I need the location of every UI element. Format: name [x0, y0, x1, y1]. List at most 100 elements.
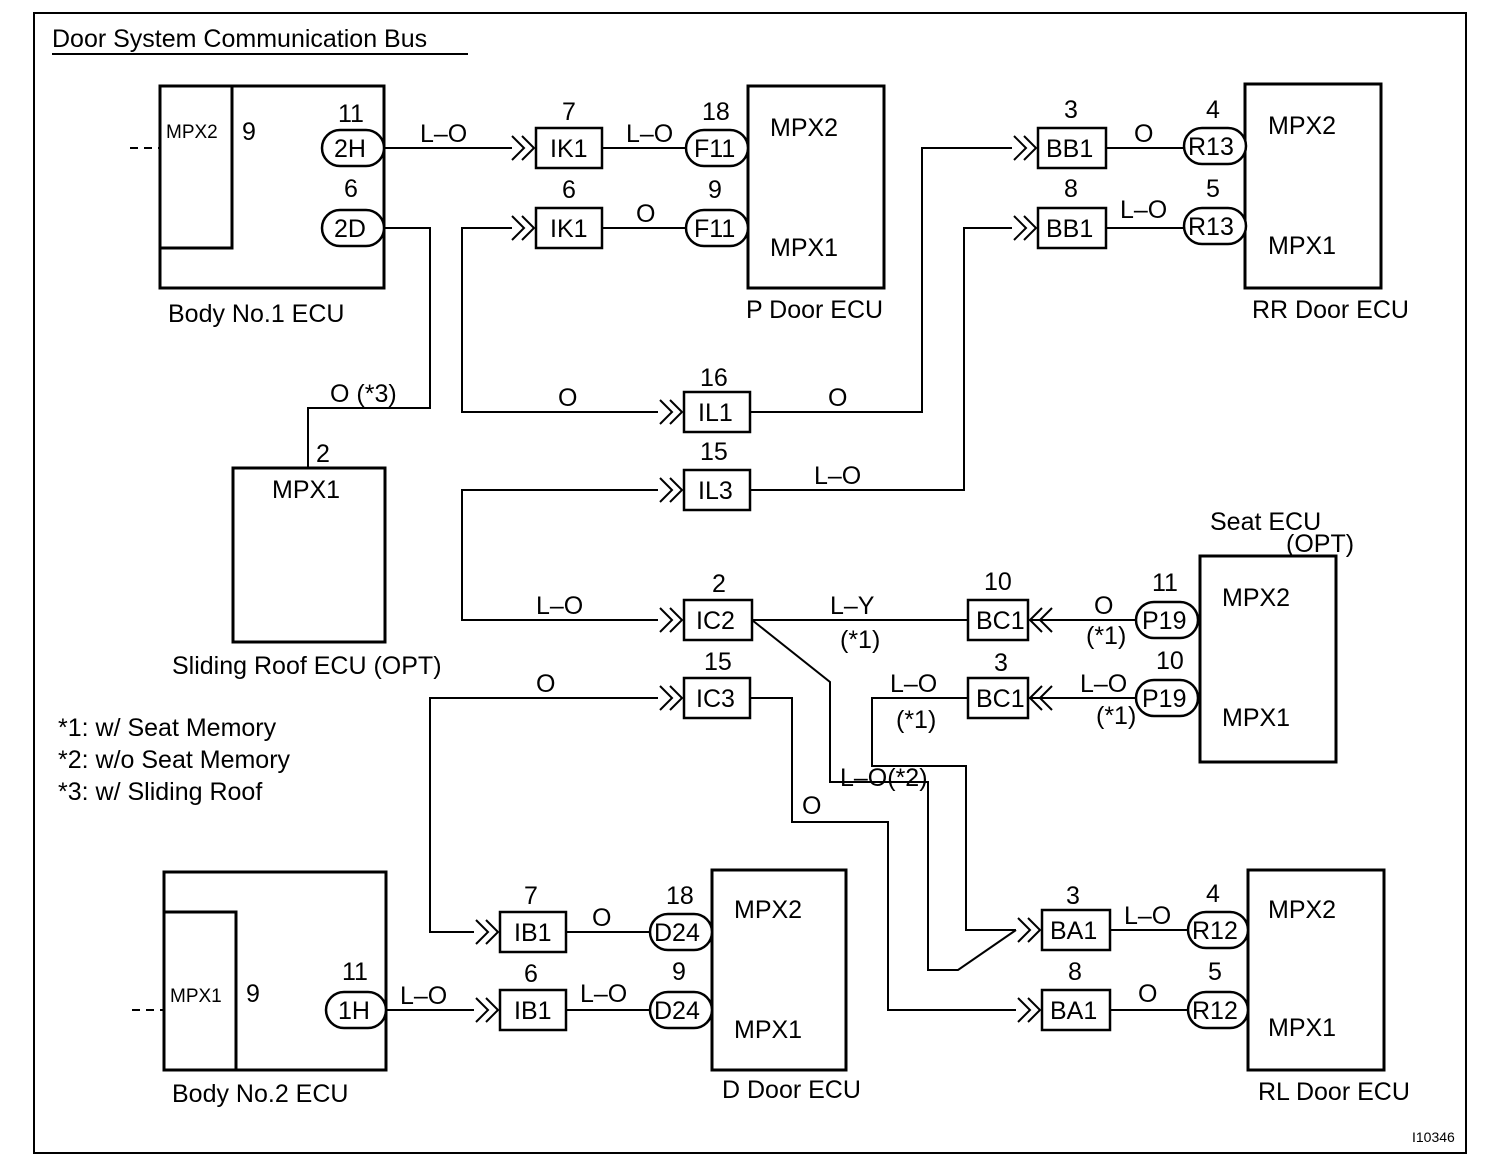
svg-text:L–O: L–O: [814, 462, 861, 490]
svg-text:11: 11: [338, 100, 364, 128]
svg-text:O: O: [558, 384, 577, 412]
svg-text:BC1: BC1: [976, 685, 1025, 713]
svg-text:MPX2: MPX2: [1268, 896, 1336, 924]
svg-text:8: 8: [1068, 958, 1082, 986]
connector-BB1-8: BB1 8: [1036, 175, 1108, 250]
svg-text:MPX2: MPX2: [1268, 112, 1336, 140]
svg-text:(*1): (*1): [1086, 622, 1126, 650]
svg-text:3: 3: [1066, 882, 1080, 910]
svg-text:O (*3): O (*3): [330, 380, 397, 408]
svg-text:IL3: IL3: [698, 477, 733, 505]
svg-text:Seat ECU: Seat ECU: [1210, 508, 1321, 536]
connector-IL1: IL1 16: [682, 364, 752, 434]
svg-text:6: 6: [344, 175, 358, 203]
svg-text:BB1: BB1: [1046, 135, 1093, 163]
connector-IK1-7: IK1 7: [534, 98, 604, 170]
connector-R12-4: R12 4: [1186, 880, 1250, 950]
svg-text:R12: R12: [1192, 997, 1238, 1025]
svg-text:MPX1: MPX1: [770, 234, 838, 262]
wire-labels: L–O L–O O O L–O O (*3) O O L–O L–O L–Y (…: [330, 120, 1171, 1010]
svg-text:10: 10: [984, 568, 1012, 596]
svg-text:R12: R12: [1192, 917, 1238, 945]
svg-text:BC1: BC1: [976, 607, 1025, 635]
svg-text:L–Y: L–Y: [830, 592, 875, 620]
svg-text:9: 9: [242, 118, 256, 146]
svg-text:R13: R13: [1188, 213, 1234, 241]
svg-text:P19: P19: [1142, 607, 1186, 635]
svg-text:15: 15: [700, 438, 728, 466]
svg-text:MPX1: MPX1: [1222, 704, 1290, 732]
p-door-ecu: MPX2 MPX1 P Door ECU: [746, 84, 886, 324]
svg-text:3: 3: [994, 649, 1008, 677]
rr-door-ecu: MPX2 MPX1 RR Door ECU: [1243, 82, 1409, 324]
connector-F11-18: F11 18: [684, 98, 750, 168]
rl-door-ecu: MPX2 MPX1 RL Door ECU: [1246, 868, 1410, 1106]
connector-IC2: IC2 2: [682, 570, 754, 642]
svg-text:6: 6: [524, 960, 538, 988]
svg-text:L–O: L–O: [420, 120, 467, 148]
svg-text:MPX1: MPX1: [170, 986, 222, 1007]
connector-1H: 1H 11: [324, 958, 388, 1030]
figure-id: I10346: [1412, 1129, 1455, 1145]
svg-text:O: O: [536, 670, 555, 698]
svg-text:O: O: [1134, 120, 1153, 148]
svg-text:IC3: IC3: [696, 685, 735, 713]
connector-R13-5: R13 5: [1182, 175, 1248, 246]
svg-text:2: 2: [316, 440, 330, 468]
svg-text:4: 4: [1206, 96, 1220, 124]
connector-R12-5: R12 5: [1186, 958, 1250, 1030]
svg-text:IC2: IC2: [696, 607, 735, 635]
svg-text:P19: P19: [1142, 685, 1186, 713]
connector-BB1-3: BB1 3: [1036, 96, 1108, 170]
svg-text:O: O: [592, 904, 611, 932]
svg-text:2: 2: [712, 570, 726, 598]
svg-text:9: 9: [672, 958, 686, 986]
svg-text:MPX2: MPX2: [1222, 584, 1290, 612]
svg-text:18: 18: [702, 98, 730, 126]
svg-text:(*1): (*1): [1096, 702, 1136, 730]
svg-text:3: 3: [1064, 96, 1078, 124]
svg-text:L–O: L–O: [626, 120, 673, 148]
d-door-ecu: MPX2 MPX1 D Door ECU: [710, 868, 861, 1104]
svg-text:8: 8: [1064, 175, 1078, 203]
svg-text:IL1: IL1: [698, 399, 733, 427]
svg-text:IB1: IB1: [514, 919, 552, 947]
svg-text:F11: F11: [694, 135, 735, 163]
svg-text:7: 7: [562, 98, 576, 126]
svg-text:IK1: IK1: [550, 135, 588, 163]
svg-text:11: 11: [1152, 569, 1178, 597]
svg-text:BA1: BA1: [1050, 997, 1097, 1025]
note-1: *1: w/ Seat Memory: [58, 714, 277, 742]
svg-text:F11: F11: [694, 215, 735, 243]
svg-text:O: O: [1094, 592, 1113, 620]
svg-text:L–O: L–O: [890, 670, 937, 698]
svg-text:7: 7: [524, 882, 538, 910]
svg-text:MPX1: MPX1: [1268, 232, 1336, 260]
svg-text:O: O: [802, 792, 821, 820]
svg-text:BA1: BA1: [1050, 917, 1097, 945]
connector-D24-9: D24 9: [648, 958, 714, 1030]
connector-BA1-8: BA1 8: [1040, 958, 1112, 1032]
svg-text:RL Door ECU: RL Door ECU: [1258, 1078, 1410, 1106]
svg-text:O: O: [828, 384, 847, 412]
svg-text:D Door ECU: D Door ECU: [722, 1076, 861, 1104]
diagram-frame: [33, 12, 1467, 1154]
svg-text:9: 9: [708, 176, 722, 204]
svg-text:D24: D24: [654, 919, 700, 947]
sliding-roof-ecu: 2 MPX1 Sliding Roof ECU (OPT): [172, 440, 442, 680]
svg-text:11: 11: [342, 958, 368, 986]
connector-2H: 2H 11: [320, 100, 386, 168]
svg-text:R13: R13: [1188, 133, 1234, 161]
body1-ecu: MPX2 9 Body No.1 ECU: [158, 84, 386, 328]
svg-text:10: 10: [1156, 647, 1184, 675]
svg-text:L–O: L–O: [580, 980, 627, 1008]
svg-text:L–O: L–O: [400, 982, 447, 1010]
connector-BA1-3: BA1 3: [1040, 882, 1112, 952]
svg-text:MPX2: MPX2: [770, 114, 838, 142]
svg-text:L–O: L–O: [536, 592, 583, 620]
connector-P19-11: P19 11: [1134, 569, 1200, 640]
connector-IL3: IL3 15: [682, 438, 752, 512]
connector-BC1-10: BC1 10: [966, 568, 1030, 642]
svg-text:IB1: IB1: [514, 997, 552, 1025]
diagram-title: Door System Communication Bus: [52, 25, 427, 53]
